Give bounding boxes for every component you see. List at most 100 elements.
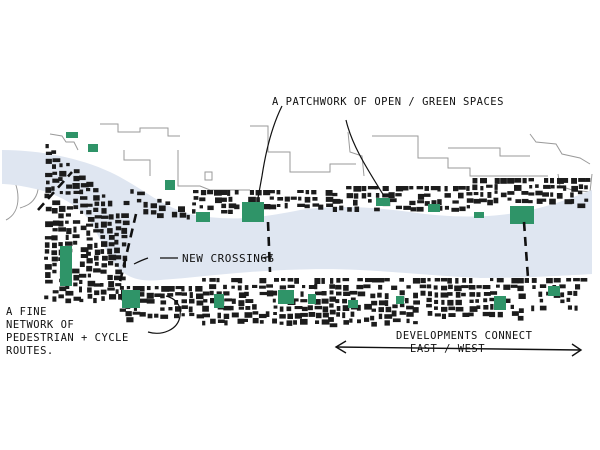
building-block bbox=[300, 299, 308, 303]
building-block bbox=[121, 213, 129, 218]
building-block bbox=[461, 285, 469, 289]
building-block bbox=[511, 311, 519, 316]
building-block bbox=[416, 206, 424, 212]
building-block bbox=[51, 256, 58, 262]
building-block bbox=[188, 306, 193, 313]
building-block bbox=[119, 308, 126, 312]
building-block bbox=[476, 305, 481, 309]
building-block bbox=[413, 300, 420, 305]
building-block bbox=[315, 312, 322, 319]
building-block bbox=[293, 320, 297, 325]
building-block bbox=[86, 203, 93, 207]
building-block bbox=[444, 205, 449, 210]
building-block bbox=[426, 303, 432, 308]
building-block bbox=[466, 192, 473, 196]
building-block bbox=[524, 278, 529, 283]
building-block bbox=[564, 199, 573, 205]
building-block bbox=[93, 268, 101, 273]
building-block bbox=[51, 186, 55, 191]
building-block bbox=[315, 291, 323, 296]
building-block bbox=[126, 286, 131, 290]
building-block bbox=[441, 299, 445, 305]
building-block bbox=[45, 206, 52, 212]
building-block bbox=[336, 312, 340, 317]
building-block bbox=[550, 185, 555, 189]
building-block bbox=[473, 192, 479, 196]
building-block bbox=[193, 190, 199, 194]
building-block bbox=[284, 202, 288, 209]
building-block bbox=[109, 294, 117, 300]
building-block bbox=[343, 285, 349, 291]
building-block bbox=[223, 284, 227, 290]
building-block bbox=[86, 223, 94, 227]
building-block bbox=[382, 193, 390, 198]
building-block bbox=[121, 276, 126, 281]
building-block bbox=[237, 285, 242, 291]
east-west-arrow bbox=[334, 340, 583, 357]
building-block bbox=[413, 321, 418, 325]
building-block bbox=[511, 278, 519, 284]
building-block bbox=[357, 319, 361, 324]
building-block bbox=[107, 221, 112, 226]
building-block bbox=[44, 249, 50, 254]
building-block bbox=[276, 190, 281, 195]
building-block bbox=[284, 196, 290, 202]
building-block bbox=[567, 305, 572, 310]
building-block bbox=[392, 304, 398, 309]
building-block bbox=[269, 190, 275, 194]
building-block bbox=[207, 190, 214, 195]
building-block bbox=[550, 178, 554, 184]
building-block bbox=[494, 178, 500, 184]
building-block bbox=[269, 204, 277, 210]
building-block bbox=[578, 178, 586, 182]
building-block bbox=[277, 197, 284, 201]
building-block bbox=[365, 278, 373, 283]
building-block bbox=[181, 286, 185, 292]
building-block bbox=[108, 242, 115, 247]
building-block bbox=[430, 186, 439, 191]
building-block bbox=[472, 178, 478, 184]
crossing-bend bbox=[118, 213, 138, 283]
building-block bbox=[479, 198, 487, 203]
building-block bbox=[517, 285, 524, 292]
building-block bbox=[214, 190, 222, 196]
building-block bbox=[311, 190, 317, 195]
building-block bbox=[244, 291, 249, 297]
building-block bbox=[518, 293, 526, 299]
building-block bbox=[139, 292, 145, 297]
leader-green-spaces-right bbox=[345, 119, 385, 197]
building-block bbox=[107, 274, 113, 280]
building-block bbox=[388, 192, 395, 199]
building-block bbox=[469, 299, 474, 303]
building-block bbox=[93, 195, 100, 201]
building-block bbox=[458, 192, 464, 199]
building-block bbox=[223, 305, 232, 311]
building-block bbox=[318, 204, 324, 210]
building-block bbox=[560, 292, 565, 298]
building-block bbox=[469, 292, 476, 297]
building-block bbox=[332, 192, 338, 197]
building-block bbox=[123, 200, 130, 206]
building-block bbox=[114, 239, 119, 245]
building-block bbox=[507, 191, 515, 195]
building-block bbox=[326, 203, 334, 207]
building-block bbox=[384, 300, 389, 306]
building-block bbox=[336, 291, 342, 296]
building-block bbox=[79, 175, 86, 181]
building-block bbox=[287, 284, 295, 288]
building-block bbox=[167, 286, 175, 292]
building-block bbox=[259, 291, 268, 296]
building-block bbox=[108, 261, 114, 266]
building-block bbox=[65, 234, 69, 240]
building-block bbox=[65, 213, 71, 217]
building-block bbox=[453, 186, 459, 192]
building-block bbox=[45, 172, 53, 178]
building-block bbox=[286, 320, 293, 326]
building-block bbox=[168, 307, 173, 311]
building-block bbox=[417, 193, 425, 200]
building-block bbox=[86, 237, 93, 241]
building-block bbox=[549, 198, 556, 205]
building-block bbox=[452, 200, 459, 204]
building-block bbox=[245, 306, 251, 310]
building-block bbox=[494, 184, 498, 190]
